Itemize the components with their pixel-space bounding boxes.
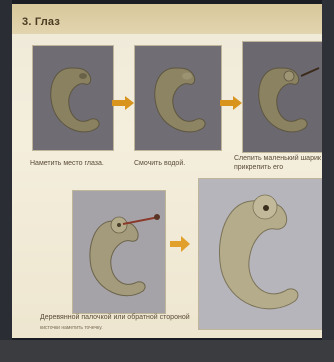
step-2-photo [134,45,222,151]
arrow-right-icon [112,96,134,110]
step-3-caption-line1: Слепить маленький шарик и [234,154,322,163]
section-title: 3. Глаз [22,16,60,28]
tutorial-page: 3. Глаз Наметить место глаза. Смочить во… [12,4,322,338]
step-4-caption-line2: кисточки наметить точечку. [40,324,103,333]
step-1-photo [32,45,114,151]
desk-surface [0,340,334,362]
step-3-photo [242,41,322,153]
step-4-photo [72,190,166,314]
step-2-caption: Смочить водой. [134,159,185,168]
step-3-caption: Слепить маленький шарик и прикрепить его [234,154,322,172]
screen-bezel-right [322,0,334,362]
step-4-caption-line1: Деревянной палочкой или обратной стороно… [40,313,190,322]
screen-bezel-left [0,0,12,362]
step-1-caption: Наметить место глаза. [30,159,104,168]
arrow-right-icon [170,236,190,252]
step-3-caption-line2: прикрепить его [234,163,322,172]
arrow-right-icon [220,96,242,110]
result-photo [198,178,322,330]
